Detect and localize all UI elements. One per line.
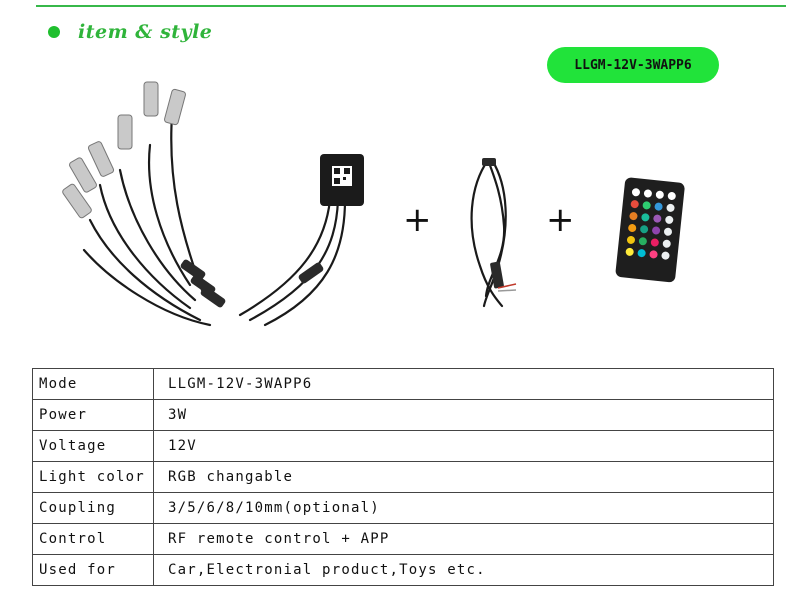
top-divider <box>36 5 786 7</box>
table-row: Coupling 3/5/6/8/10mm(optional) <box>32 492 774 524</box>
product-illustration: + + <box>40 70 740 340</box>
spec-label: Used for <box>32 554 154 586</box>
table-row: Light color RGB changable <box>32 461 774 493</box>
model-badge: LLGM-12V-3WAPP6 <box>547 47 719 83</box>
fiber-light-heads-icon <box>62 81 364 327</box>
spec-value: LLGM-12V-3WAPP6 <box>153 368 774 400</box>
table-row: Control RF remote control + APP <box>32 523 774 555</box>
spec-label: Voltage <box>32 430 154 462</box>
bullet-icon <box>48 26 60 38</box>
power-cable-icon <box>470 158 517 308</box>
spec-label: Light color <box>32 461 154 493</box>
spec-value: Car,Electronial product,Toys etc. <box>153 554 774 586</box>
table-row: Power 3W <box>32 399 774 431</box>
spec-value: RGB changable <box>153 461 774 493</box>
spec-label: Coupling <box>32 492 154 524</box>
section-heading: item & style <box>48 19 212 45</box>
section-title: item & style <box>78 21 213 43</box>
spec-label: Power <box>32 399 154 431</box>
spec-value: 3/5/6/8/10mm(optional) <box>153 492 774 524</box>
spec-label: Control <box>32 523 154 555</box>
plus-sign: + <box>403 200 432 240</box>
spec-value: 12V <box>153 430 774 462</box>
remote-control-icon <box>615 177 685 283</box>
spec-value: RF remote control + APP <box>153 523 774 555</box>
spec-table: Mode LLGM-12V-3WAPP6 Power 3W Voltage 12… <box>32 368 774 586</box>
spec-label: Mode <box>32 368 154 400</box>
spec-value: 3W <box>153 399 774 431</box>
table-row: Mode LLGM-12V-3WAPP6 <box>32 368 774 400</box>
plus-sign: + <box>546 200 575 240</box>
table-row: Voltage 12V <box>32 430 774 462</box>
table-row: Used for Car,Electronial product,Toys et… <box>32 554 774 586</box>
